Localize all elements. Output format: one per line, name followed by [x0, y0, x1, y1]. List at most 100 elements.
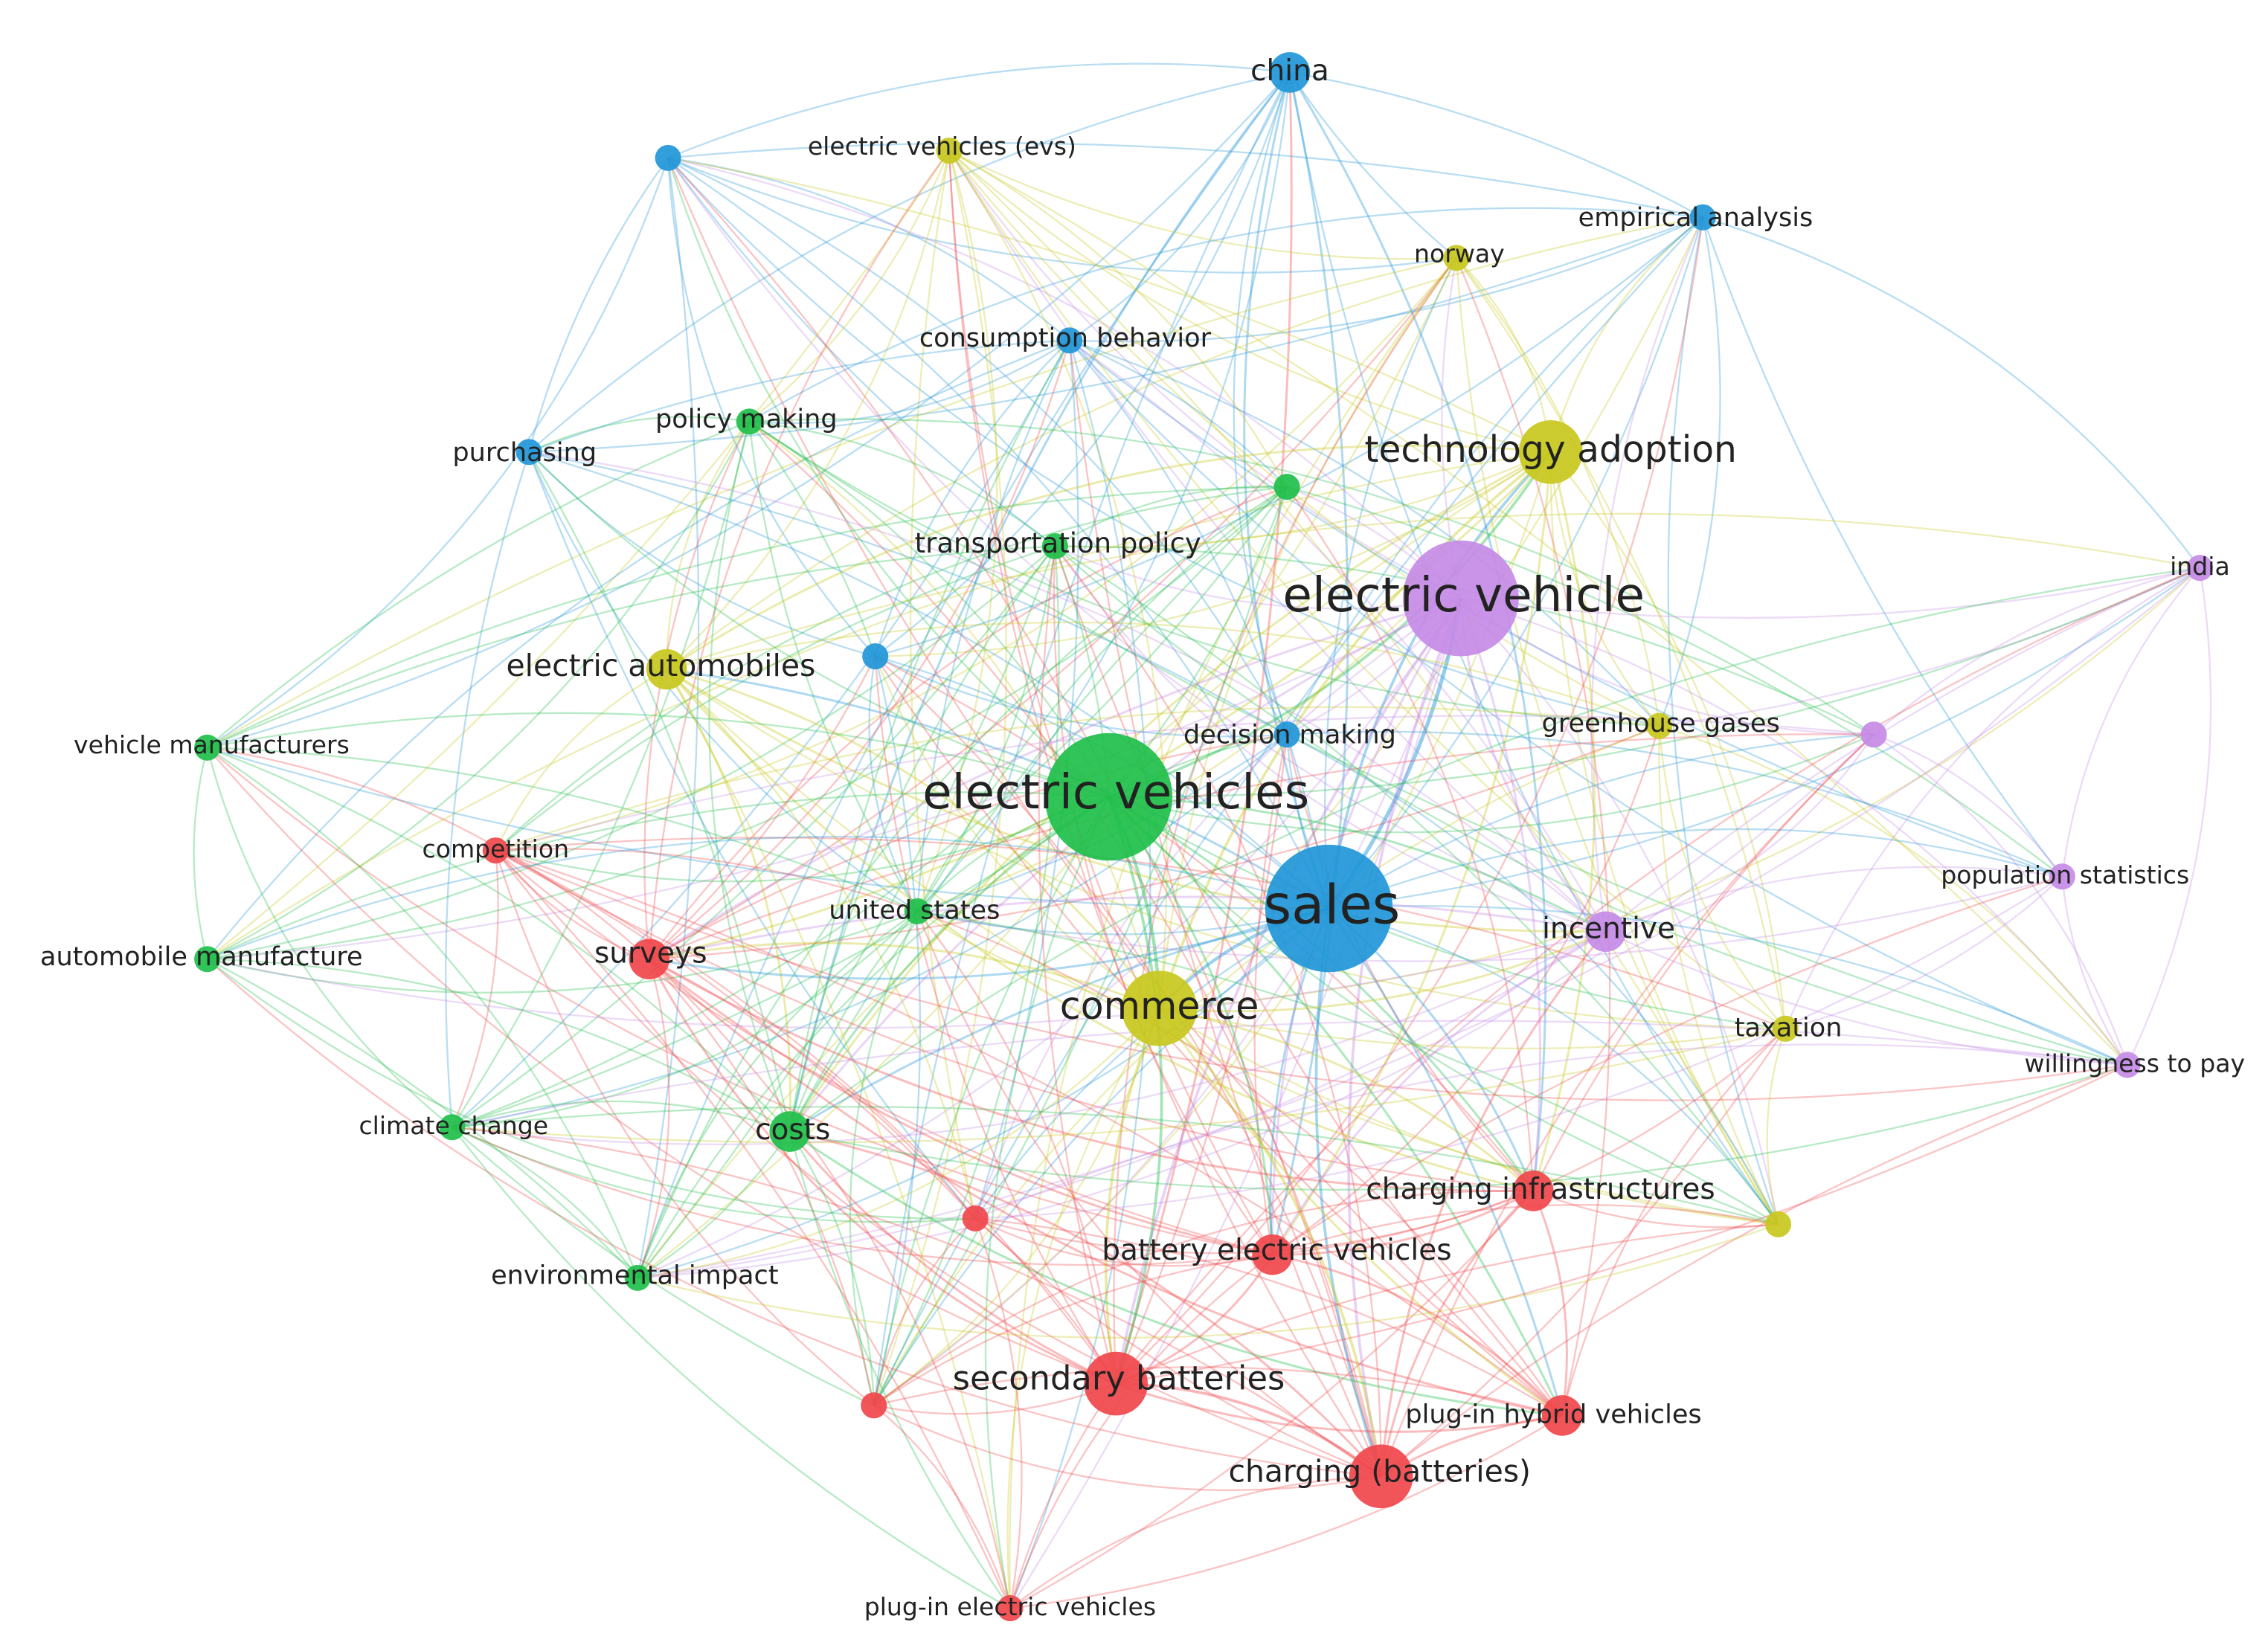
edge-electric-vehicles-evs--taxation: [948, 149, 1786, 1030]
edge-green-unlabeled--population-statistics: [1286, 486, 2063, 878]
node-transportation-policy[interactable]: [1041, 532, 1068, 560]
node-green-unlabeled[interactable]: [1273, 474, 1300, 500]
node-yellow-unlabeled[interactable]: [1764, 1211, 1792, 1237]
edge-automobile-manufacture--environmental-impact: [207, 958, 639, 1279]
node-electric-automobiles[interactable]: [646, 648, 687, 690]
edge-consumption-behavior--incentive: [1069, 339, 1607, 933]
node-electric-vehicles-evs[interactable]: [936, 138, 963, 164]
edge-blue-unlabeled-top--plug-in-hybrid-vehicles: [667, 157, 1563, 1417]
edge-blue-unlabeled-mid--plug-in-hybrid-vehicles: [874, 655, 1563, 1417]
node-red-unlabeled-mid[interactable]: [962, 1205, 989, 1232]
node-decision-making[interactable]: [1273, 721, 1300, 748]
edge-china--blue-unlabeled-mid: [875, 72, 1291, 657]
edge-china--sales: [1243, 72, 1330, 909]
label-secondary-batteries: secondary batteries: [953, 1359, 1285, 1398]
edge-willingness-to-pay--red-unlabeled-mid: [974, 1043, 2128, 1220]
edge-greenhouse-gases--competition: [495, 706, 1660, 851]
node-greenhouse-gases[interactable]: [1646, 712, 1673, 739]
node-plug-in-hybrid-vehicles[interactable]: [1541, 1395, 1583, 1436]
edge-greenhouse-gases--surveys: [649, 725, 1660, 960]
node-taxation[interactable]: [1772, 1015, 1799, 1042]
edge-layer: [193, 62, 2212, 1609]
node-norway[interactable]: [1443, 245, 1470, 271]
node-china[interactable]: [1269, 52, 1311, 93]
node-technology-adoption[interactable]: [1518, 419, 1583, 484]
node-blue-unlabeled-top[interactable]: [655, 144, 681, 171]
node-charging-batteries[interactable]: [1349, 1444, 1413, 1509]
node-purple-unlabeled[interactable]: [1860, 721, 1887, 748]
edge-electric-vehicles--competition: [495, 796, 1109, 883]
edge-electric-automobiles--greenhouse-gases: [666, 621, 1660, 727]
node-sales[interactable]: [1265, 844, 1393, 973]
label-electric-automobiles: electric automobiles: [506, 648, 815, 683]
node-competition[interactable]: [482, 837, 509, 864]
node-red-unlabeled-low[interactable]: [861, 1392, 887, 1419]
edge-taxation--charging-batteries: [1380, 1028, 1787, 1478]
edge-electric-automobiles--red-unlabeled-mid: [666, 669, 977, 1219]
edge-surveys--battery-electric-vehicles: [648, 958, 1273, 1256]
edge-climate-change--red-unlabeled-mid: [452, 1126, 976, 1223]
edge-consumption-behavior--purchasing: [528, 339, 1070, 453]
edge-consumption-behavior--surveys: [649, 340, 1070, 960]
edge-policy-making--transportation-policy: [749, 420, 1056, 547]
edge-technology-adoption--greenhouse-gases: [1549, 451, 1660, 727]
node-population-statistics[interactable]: [2049, 863, 2075, 890]
label-incentive: incentive: [1542, 912, 1675, 945]
node-secondary-batteries[interactable]: [1084, 1351, 1149, 1416]
edge-transportation-policy--united-states: [916, 546, 1056, 912]
label-costs: costs: [755, 1113, 830, 1147]
node-policy-making[interactable]: [736, 408, 762, 435]
edge-automobile-manufacture--costs: [207, 958, 791, 1133]
edge-electric-vehicles-evs--automobile-manufacture: [206, 149, 951, 960]
node-environmental-impact[interactable]: [624, 1264, 651, 1291]
node-blue-unlabeled-mid[interactable]: [862, 643, 889, 670]
edge-consumption-behavior--willingness-to-pay: [1068, 340, 2128, 1066]
edge-electric-vehicles--incentive: [1108, 796, 1607, 933]
edge-competition--secondary-batteries: [495, 849, 1117, 1385]
label-competition: competition: [423, 834, 570, 863]
node-charging-infrastructures[interactable]: [1512, 1171, 1554, 1211]
edge-technology-adoption--transportation-policy: [1055, 451, 1552, 549]
node-empirical-analysis[interactable]: [1689, 204, 1716, 231]
node-purchasing[interactable]: [515, 439, 542, 466]
node-india[interactable]: [2186, 555, 2213, 582]
edge-norway--secondary-batteries: [1113, 257, 1457, 1384]
edge-india--population-statistics: [2061, 567, 2201, 877]
edge-purple-unlabeled--surveys: [649, 733, 1875, 960]
edge-competition--charging-batteries: [495, 849, 1382, 1478]
edge-technology-adoption--yellow-unlabeled: [1549, 451, 1779, 1225]
edge-norway--vehicle-manufacturers: [207, 257, 1457, 749]
label-taxation: taxation: [1735, 1012, 1843, 1043]
node-electric-vehicles[interactable]: [1044, 733, 1173, 861]
edge-electric-vehicles-evs--battery-electric-vehicles: [948, 150, 1273, 1255]
edge-norway--sales: [1324, 257, 1458, 909]
edge-policy-making--commerce: [748, 421, 1160, 1009]
edge-decision-making--surveys: [649, 733, 1288, 960]
edge-electric-vehicle--environmental-impact: [637, 597, 1462, 1279]
edge-purchasing--red-unlabeled-mid: [528, 451, 977, 1220]
node-vehicle-manufacturers[interactable]: [194, 734, 221, 761]
node-consumption-behavior[interactable]: [1056, 327, 1083, 354]
node-electric-vehicle[interactable]: [1402, 540, 1519, 657]
edge-competition--charging-infrastructures: [495, 849, 1534, 1192]
edge-electric-vehicle--yellow-unlabeled: [1459, 597, 1779, 1225]
node-surveys[interactable]: [629, 938, 670, 980]
node-incentive[interactable]: [1585, 911, 1626, 952]
edge-electric-vehicles--plug-in-hybrid-vehicles: [1108, 796, 1564, 1417]
edge-blue-unlabeled-mid--surveys: [649, 656, 876, 960]
node-united-states[interactable]: [904, 898, 931, 924]
node-automobile-manufacture[interactable]: [194, 946, 221, 973]
label-decision-making: decision making: [1183, 720, 1396, 750]
node-costs[interactable]: [769, 1111, 811, 1152]
node-battery-electric-vehicles[interactable]: [1252, 1234, 1293, 1275]
node-commerce[interactable]: [1121, 970, 1198, 1046]
node-climate-change[interactable]: [439, 1114, 466, 1141]
edge-technology-adoption--battery-electric-vehicles: [1271, 451, 1552, 1256]
node-plug-in-electric-vehicles[interactable]: [997, 1595, 1024, 1622]
node-willingness-to-pay[interactable]: [2114, 1052, 2141, 1078]
edge-green-unlabeled--vehicle-manufacturers: [207, 486, 1288, 749]
label-plug-in-hybrid-vehicles: plug-in hybrid vehicles: [1405, 1399, 1701, 1429]
edge-china--yellow-unlabeled: [1288, 72, 1779, 1225]
edge-plug-in-hybrid-vehicles--plug-in-electric-vehicles: [1009, 1414, 1563, 1609]
edge-green-unlabeled--charging-infrastructures: [1286, 486, 1535, 1191]
